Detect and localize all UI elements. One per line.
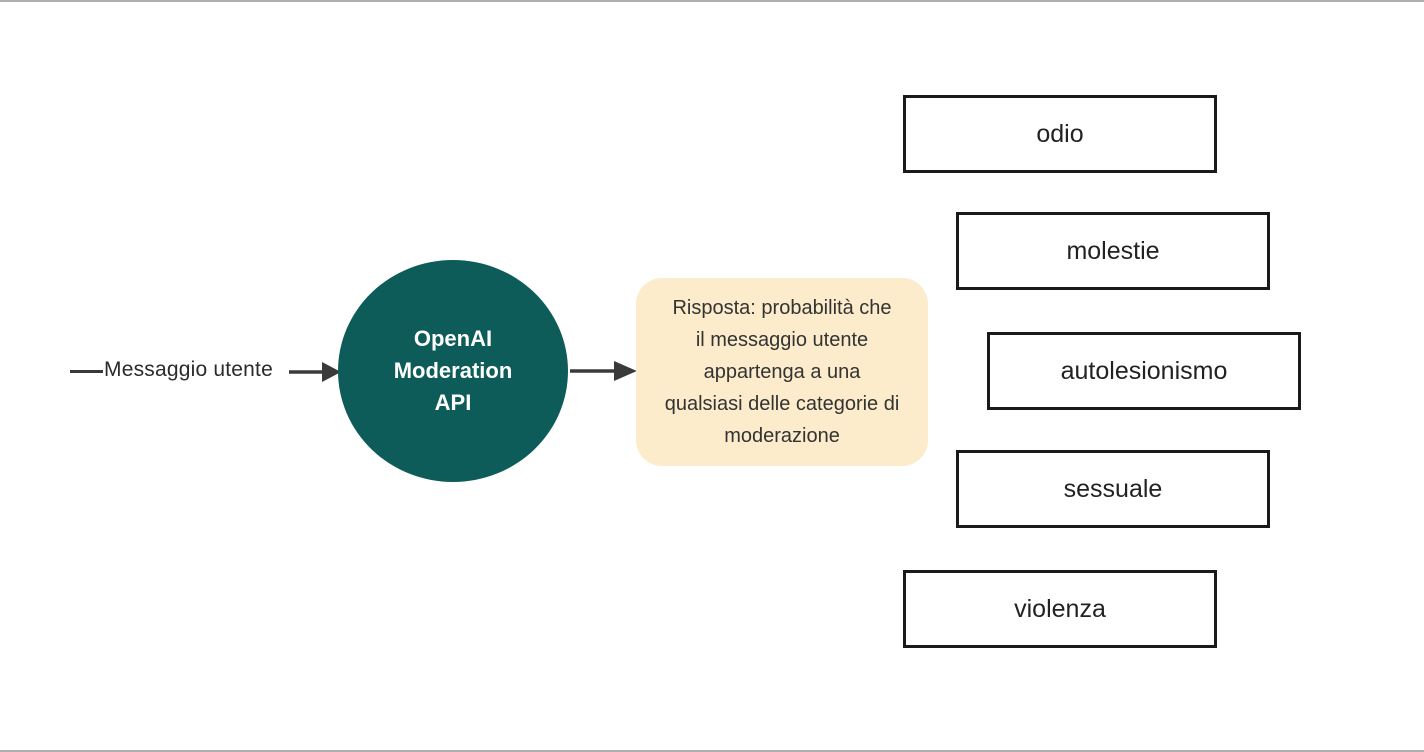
node-title-line: API (434, 390, 472, 415)
top-edge-line (0, 0, 1424, 2)
category-box-sessuale: sessuale (956, 450, 1270, 528)
category-box-molestie: molestie (956, 212, 1270, 290)
input-message-label: Messaggio utente (104, 358, 273, 381)
response-probability-box: Risposta: probabilità che il messaggio u… (636, 278, 928, 466)
arrow-right-icon (570, 361, 637, 381)
category-box-autolesionismo: autolesionismo (987, 332, 1301, 410)
category-box-odio: odio (903, 95, 1217, 173)
node-title-line: OpenAI (413, 326, 493, 351)
response-text-line: qualsiasi delle categorie di (664, 393, 900, 415)
response-text-line: il messaggio utente (695, 329, 869, 351)
response-text-line: appartenga a una (703, 361, 861, 383)
node-title-line: Moderation (393, 358, 513, 383)
moderation-api-node: OpenAI Moderation API (338, 260, 568, 482)
category-box-violenza: violenza (903, 570, 1217, 648)
response-text-line: Risposta: probabilità che (672, 297, 892, 319)
input-connector-line (70, 370, 103, 373)
response-text-line: moderazione (724, 425, 840, 447)
arrow-right-icon (289, 362, 341, 382)
bottom-edge-line (0, 750, 1424, 752)
